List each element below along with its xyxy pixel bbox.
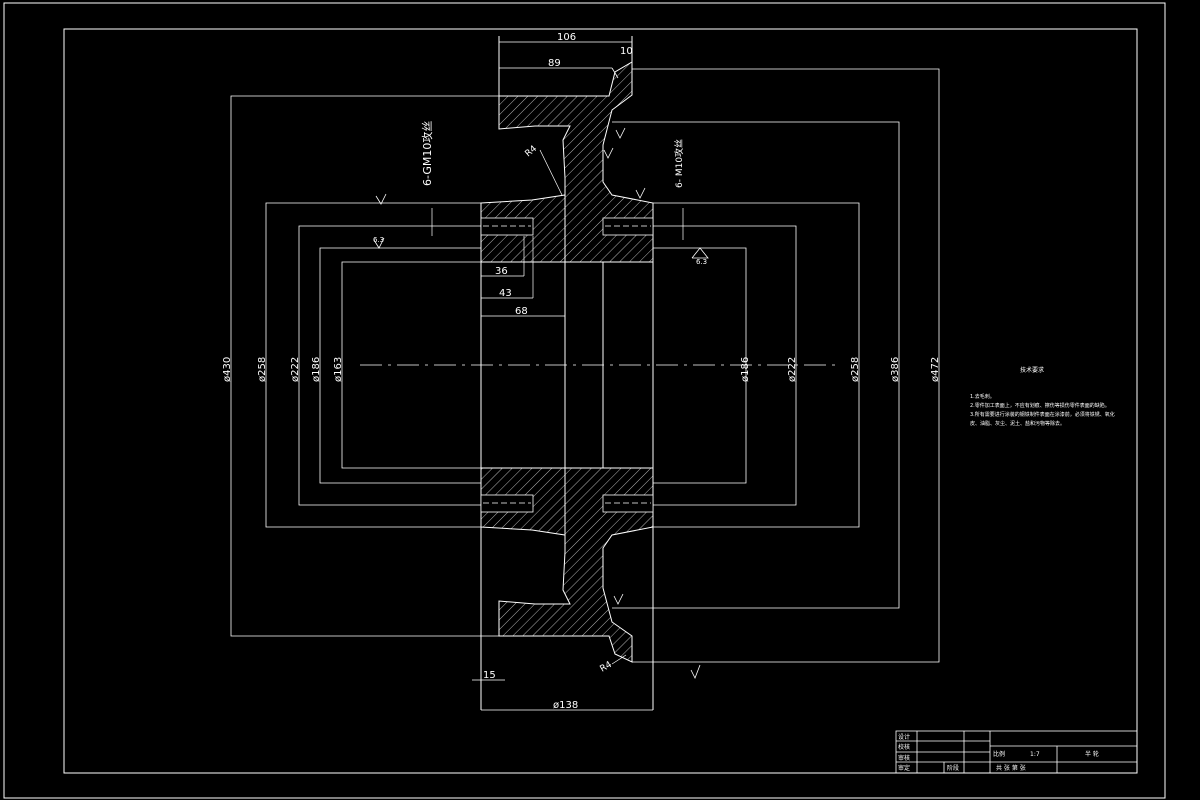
dim-right-d186: ø186 xyxy=(740,357,751,382)
dim-43: 43 xyxy=(499,288,512,299)
tb-scale-value: 1:7 xyxy=(1030,751,1040,758)
tb-sheet-info: 共 张 第 张 xyxy=(996,764,1026,772)
callout-roughness-left: 6.3 xyxy=(373,236,384,244)
dim-36: 36 xyxy=(495,266,508,277)
tb-row-approve: 审定 xyxy=(898,764,910,772)
dim-right-d386: ø386 xyxy=(890,357,901,382)
dim-89: 89 xyxy=(548,58,561,69)
dim-left-d186: ø186 xyxy=(311,357,322,382)
r4-leader-bottom xyxy=(611,654,627,665)
callout-r4-bottom: R4 xyxy=(599,660,615,675)
dim-d138: ø138 xyxy=(553,700,578,711)
dim-right-d258: ø258 xyxy=(850,357,861,382)
dim-left-d430: ø430 xyxy=(222,357,233,382)
inner-frame xyxy=(63,28,1138,774)
dim-right-d222: ø222 xyxy=(787,357,798,382)
notes-title: 技术要求 xyxy=(1020,366,1044,374)
notes-line-4: 皮、油脂、灰尘、泥土、盐和污物等除去。 xyxy=(970,420,1065,427)
bolt-holes xyxy=(480,217,654,513)
callout-roughness-right: 6.3 xyxy=(696,258,707,266)
diameter-boxes xyxy=(230,68,940,663)
notes-line-1: 1.去毛刺。 xyxy=(970,393,995,400)
outer-frame xyxy=(3,2,1166,799)
technical-notes: 技术要求 1.去毛刺。 2.零件加工表面上，不应有划痕、擦伤等损伤零件表面的缺陷… xyxy=(970,366,1115,427)
callout-r4-top: R4 xyxy=(524,144,540,160)
tb-scale-label: 比例 xyxy=(993,750,1005,758)
section-hatch-upper xyxy=(498,61,654,263)
notes-line-2: 2.零件加工表面上，不应有划痕、擦伤等损伤零件表面的缺陷。 xyxy=(970,402,1110,409)
section-hatch-lower xyxy=(498,467,654,663)
dim-15: 15 xyxy=(483,670,496,681)
dim-left-d258: ø258 xyxy=(257,357,268,382)
dim-10: 10 xyxy=(620,46,633,57)
part-outline xyxy=(480,36,654,710)
dim-68: 68 xyxy=(515,306,528,317)
notes-line-3: 3.所有需要进行涂装的钢铁制件表面在涂漆前，必须将铁锈、氧化 xyxy=(970,411,1115,418)
tb-row-design: 设计 xyxy=(898,733,910,741)
callout-thread-right: 6- M10攻丝 xyxy=(673,139,685,188)
tb-row-review: 审核 xyxy=(898,754,910,762)
title-block xyxy=(895,730,1138,774)
tb-part-name: 半 轮 xyxy=(1085,750,1099,758)
r4-leader-top xyxy=(539,149,563,196)
tb-row-check: 校核 xyxy=(898,743,910,751)
tb-stage-label: 阶段 xyxy=(947,764,959,772)
dim-left-d163: ø163 xyxy=(333,357,344,382)
dim-106: 106 xyxy=(557,32,576,43)
callout-thread-left: 6-GM10攻丝 xyxy=(420,121,434,186)
dim-right-d472: ø472 xyxy=(930,357,941,382)
dim-left-d222: ø222 xyxy=(290,357,301,382)
roughness-symbols xyxy=(373,67,709,679)
dimension-lines xyxy=(431,41,684,711)
